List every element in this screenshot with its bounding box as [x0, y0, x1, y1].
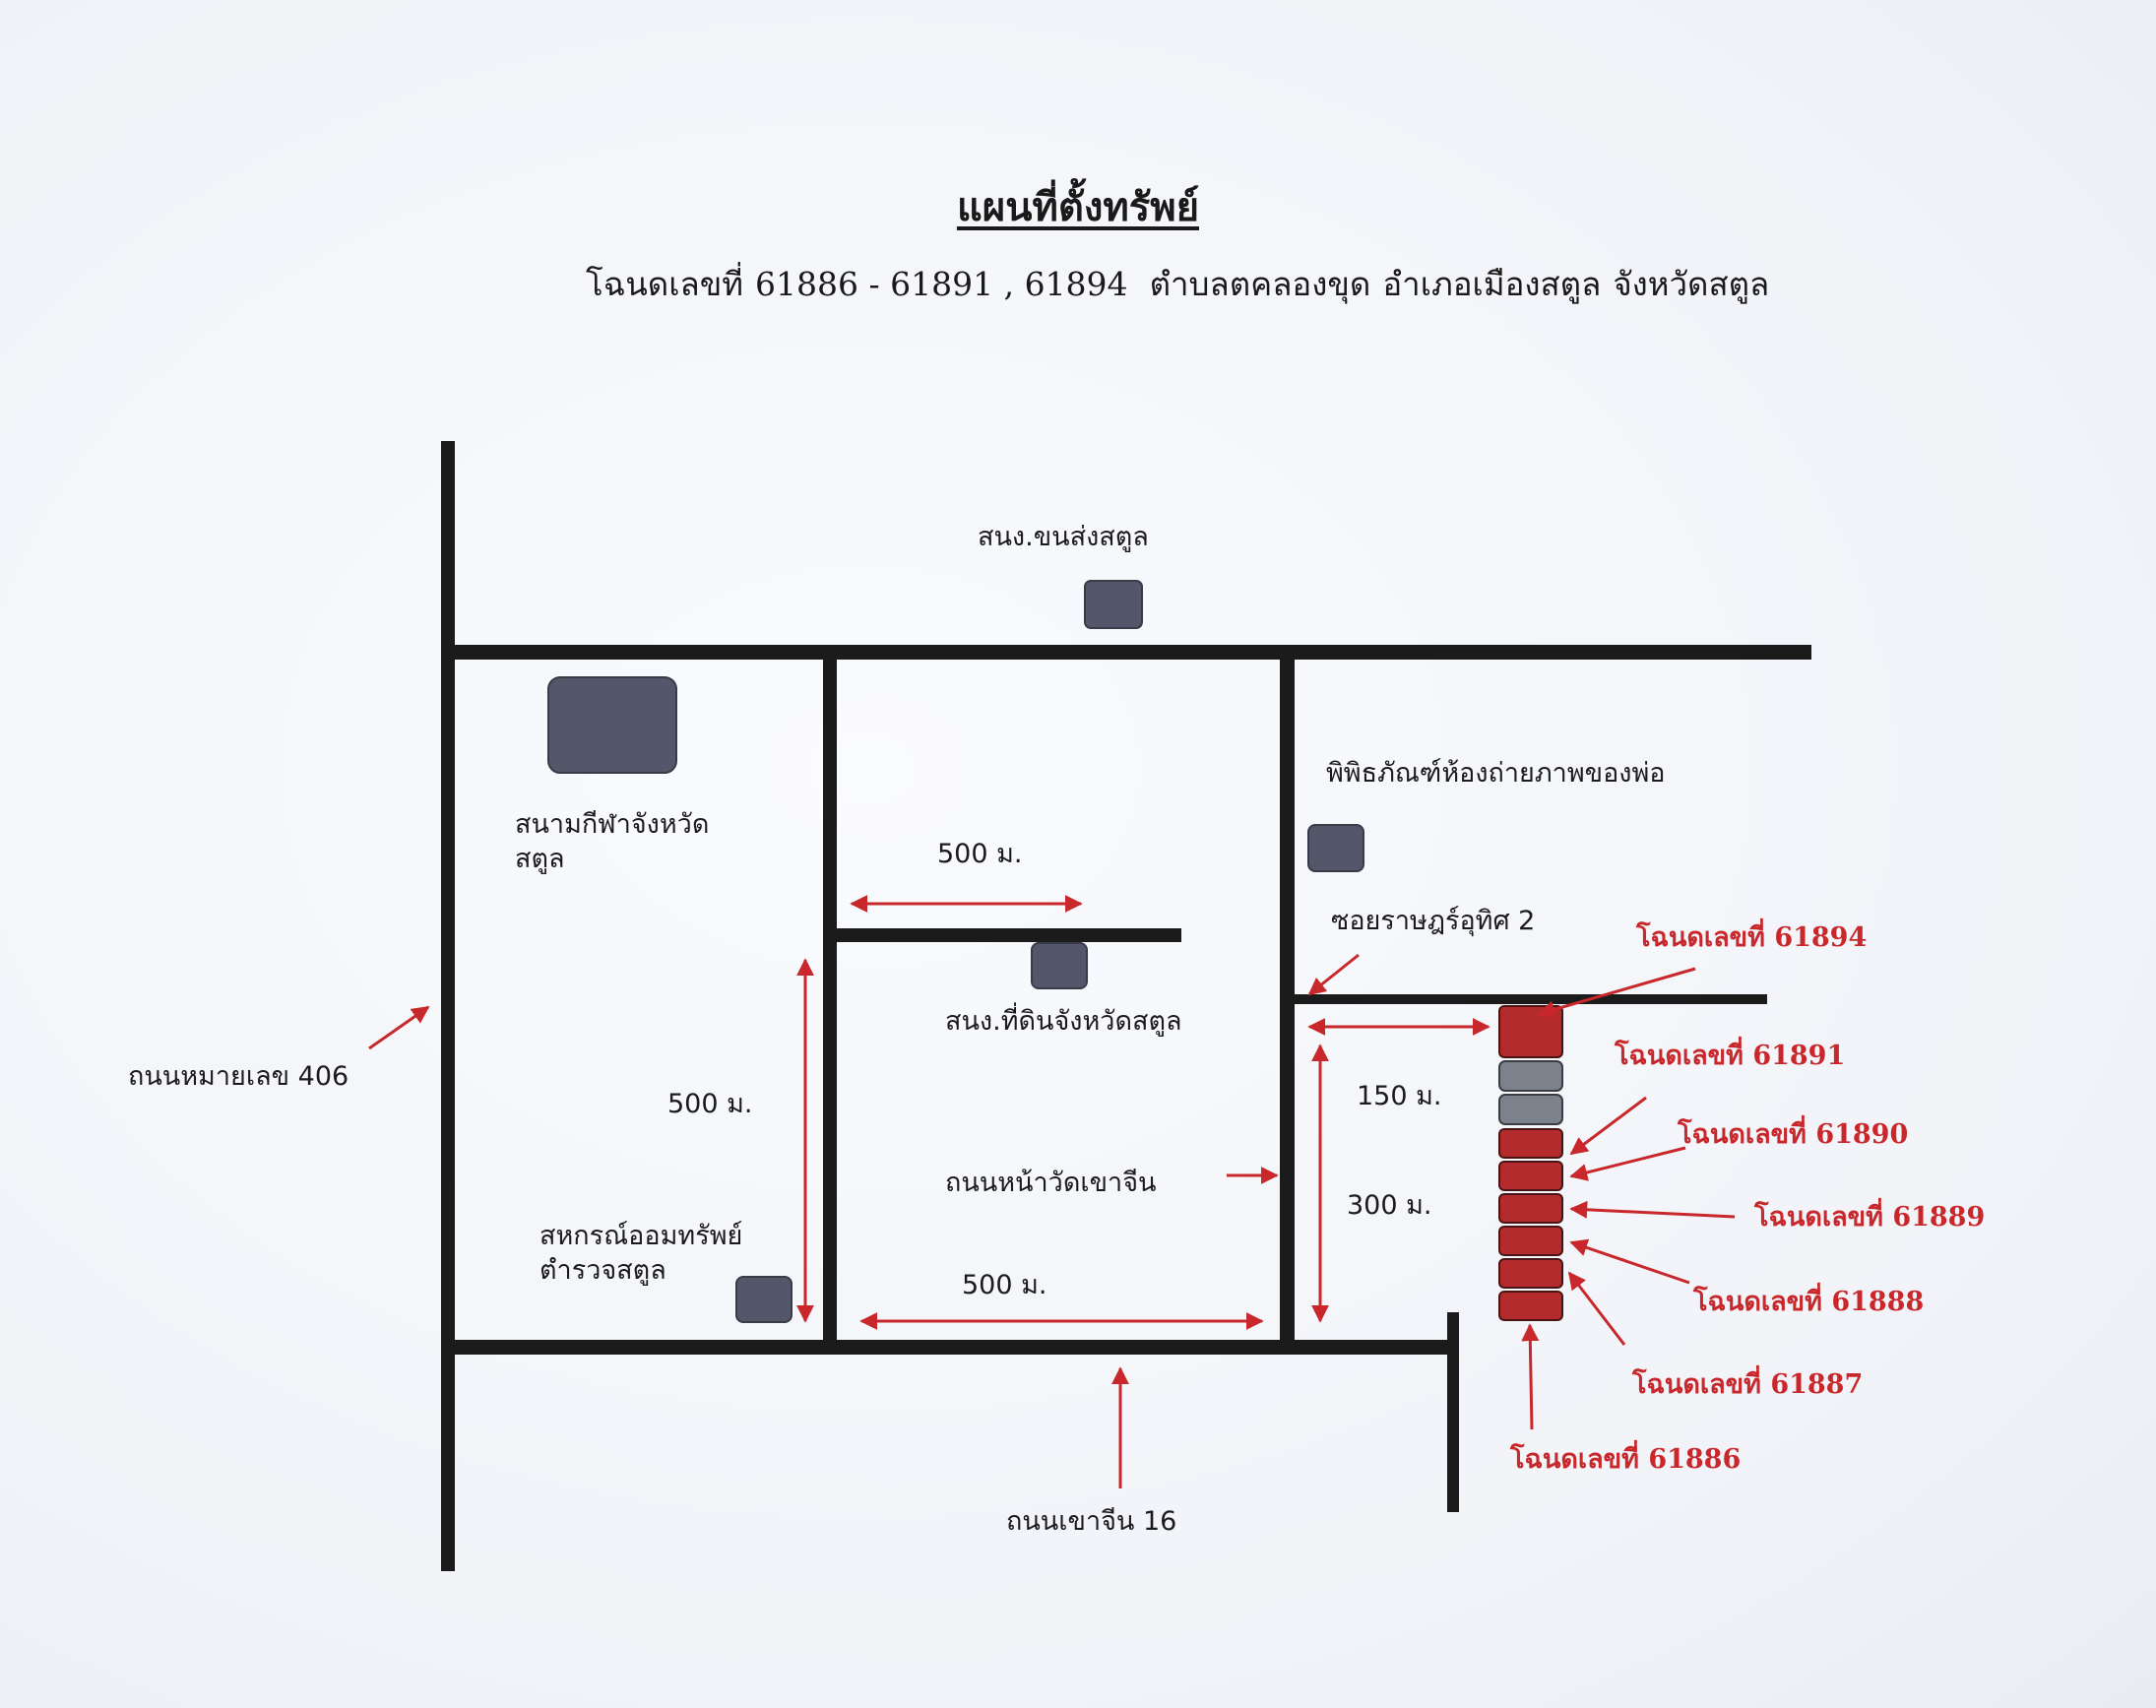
parcel-61886	[1498, 1291, 1563, 1321]
parcel-strip	[1498, 1005, 1563, 1321]
label-distance-soi: 150 ม.	[1357, 1081, 1442, 1111]
arrow-deed-61890b	[1569, 1146, 1686, 1181]
transport-office-building	[1084, 580, 1143, 629]
label-khao-chin-16: ถนนเขาจีน 16	[1006, 1506, 1177, 1537]
parcel-61890	[1498, 1128, 1563, 1159]
deed-label-61888: โฉนดเลขที่ 61888	[1693, 1287, 1925, 1317]
parcel-61891	[1498, 1060, 1563, 1092]
road-network	[441, 441, 1811, 1571]
page-title: แผนที่ตั้งทรัพย์	[0, 175, 2156, 238]
subdistrict: ตำบลตคลองขุด	[1149, 265, 1371, 303]
arrow-soi-pointer	[1307, 953, 1360, 996]
arrow-deed-61889	[1569, 1200, 1736, 1219]
police-coop-building	[735, 1276, 793, 1323]
deed-label-61886: โฉนดเลขที่ 61886	[1510, 1444, 1742, 1475]
arrow-deed-61887	[1567, 1271, 1626, 1346]
label-police-coop: สหกรณ์ออมทรัพย์ ตำรวจสตูล	[539, 1221, 743, 1287]
subtitle: โฉนดเลขที่ 61886 - 61891 , 61894 ตำบลตคลอง…	[586, 258, 1769, 310]
deed-label-61890: โฉนดเลขที่ 61890	[1678, 1119, 1909, 1150]
deed-label-61887: โฉนดเลขที่ 61887	[1632, 1369, 1864, 1400]
deed-label-61894: โฉนดเลขที่ 61894	[1636, 922, 1868, 953]
annotation-arrows	[368, 895, 1736, 1488]
label-transport-office: สนง.ขนส่งสตูล	[978, 522, 1149, 552]
district: อำเภอเมืองสตูล	[1382, 265, 1602, 303]
arrow-deed-61890	[1569, 1096, 1647, 1156]
label-distance-bottom: 500 ม.	[962, 1270, 1047, 1300]
arrow-deed-61886	[1521, 1323, 1540, 1430]
stadium-building	[547, 676, 677, 774]
label-land-office: สนง.ที่ดินจังหวัดสตูล	[945, 1006, 1182, 1037]
arrow-deed-61894	[1537, 967, 1696, 1019]
label-soi: ซอยราษฎร์อุทิศ 2	[1331, 906, 1536, 936]
road-wat-khao-chin	[1280, 658, 1295, 1347]
museum-building	[1307, 824, 1364, 872]
label-wat-road: ถนนหน้าวัดเขาจีน	[945, 1168, 1157, 1198]
label-distance-left: 500 ม.	[667, 1089, 753, 1119]
deed-label-61889: โฉนดเลขที่ 61889	[1754, 1202, 1986, 1233]
deed-label-61891: โฉนดเลขที่ 61891	[1615, 1041, 1846, 1071]
road-khao-chin-16	[455, 1340, 1459, 1355]
road-bottom-right-vertical	[1447, 1312, 1459, 1512]
road-soi-ratsadon-uthit-2	[1295, 994, 1767, 1004]
deed-prefix: โฉนดเลขที่	[586, 265, 744, 303]
label-museum: พิพิธภัณฑ์ห้องถ่ายภาพของพ่อ	[1326, 758, 1666, 789]
province: จังหวัดสตูล	[1613, 265, 1770, 303]
label-distance-wat-road: 300 ม.	[1347, 1190, 1432, 1221]
parcel-61888a	[1498, 1193, 1563, 1224]
label-distance-top: 500 ม.	[937, 839, 1023, 869]
title-text: แผนที่ตั้งทรัพย์	[956, 184, 1200, 230]
deed-numbers: 61886 - 61891 , 61894	[755, 265, 1128, 303]
buildings	[547, 580, 1364, 1323]
parcel-61894	[1498, 1005, 1563, 1058]
road-middle-vertical	[823, 658, 837, 1347]
parcel-61887	[1498, 1258, 1563, 1289]
arrow-deed-61888	[1569, 1238, 1690, 1285]
label-highway-406: ถนนหมายเลข 406	[128, 1061, 349, 1092]
road-highway-406	[441, 441, 455, 1571]
parcel-gray-2	[1498, 1094, 1563, 1125]
parcel-61889	[1498, 1161, 1563, 1191]
land-office-building	[1031, 942, 1088, 989]
parcel-61888b	[1498, 1226, 1563, 1256]
road-top	[455, 645, 1811, 660]
arrow-highway-pointer	[368, 1005, 430, 1050]
road-inner-horizontal	[837, 928, 1181, 942]
label-stadium: สนามกีฬาจังหวัด สตูล	[515, 809, 710, 875]
